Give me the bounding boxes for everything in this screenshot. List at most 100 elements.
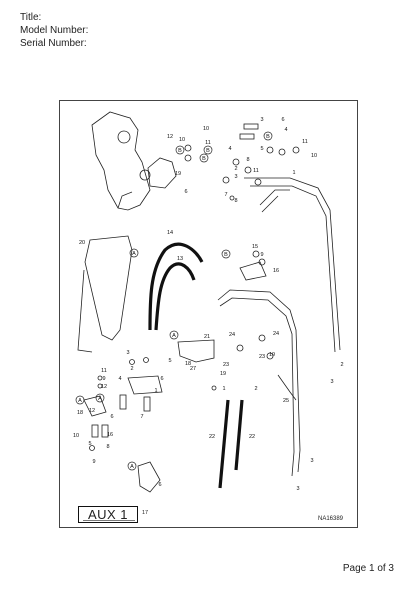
svg-text:8: 8 bbox=[106, 444, 109, 450]
page-number: Page 1 of 3 bbox=[342, 563, 394, 574]
svg-text:22: 22 bbox=[209, 434, 215, 440]
svg-text:A: A bbox=[98, 396, 102, 402]
svg-text:4: 4 bbox=[118, 376, 121, 382]
svg-text:8: 8 bbox=[234, 198, 237, 204]
svg-text:1: 1 bbox=[292, 170, 295, 176]
svg-text:1: 1 bbox=[154, 388, 157, 394]
svg-text:8: 8 bbox=[246, 157, 249, 163]
svg-text:4: 4 bbox=[228, 146, 231, 152]
reference-circles bbox=[75, 131, 273, 471]
svg-text:B: B bbox=[266, 134, 270, 140]
svg-text:12: 12 bbox=[89, 408, 95, 414]
svg-text:12: 12 bbox=[167, 134, 173, 140]
hose-13 bbox=[154, 262, 196, 331]
svg-text:2: 2 bbox=[340, 362, 343, 368]
ref-a: A bbox=[132, 251, 136, 257]
aux-decal: AUX 1 bbox=[78, 506, 138, 523]
svg-text:14: 14 bbox=[167, 230, 173, 236]
wire-26 bbox=[277, 374, 297, 401]
document-header: Title: Model Number: Serial Number: bbox=[20, 11, 88, 50]
svg-text:B: B bbox=[202, 156, 206, 162]
svg-text:19: 19 bbox=[269, 352, 275, 358]
svg-text:6: 6 bbox=[184, 189, 187, 195]
svg-text:A: A bbox=[78, 398, 82, 404]
svg-text:5: 5 bbox=[88, 441, 91, 447]
svg-text:22: 22 bbox=[249, 434, 255, 440]
svg-text:3: 3 bbox=[330, 379, 333, 385]
svg-text:11: 11 bbox=[302, 139, 308, 145]
serial-number-field: Serial Number: bbox=[20, 38, 87, 49]
svg-text:10: 10 bbox=[73, 433, 79, 439]
svg-text:4: 4 bbox=[284, 127, 287, 133]
hose-14 bbox=[148, 242, 204, 331]
svg-text:7: 7 bbox=[140, 414, 143, 420]
ref-b: B bbox=[224, 252, 228, 258]
lower-tube-a bbox=[217, 289, 301, 473]
svg-text:27: 27 bbox=[190, 366, 196, 372]
svg-text:16: 16 bbox=[273, 268, 279, 274]
svg-text:6: 6 bbox=[158, 482, 161, 488]
diagram-linework bbox=[77, 111, 341, 493]
svg-text:6: 6 bbox=[110, 414, 113, 420]
svg-text:3: 3 bbox=[310, 458, 313, 464]
svg-text:2: 2 bbox=[234, 166, 237, 172]
title-field: Title: bbox=[20, 12, 42, 23]
svg-text:23: 23 bbox=[259, 354, 265, 360]
svg-text:19: 19 bbox=[175, 171, 181, 177]
svg-text:23: 23 bbox=[223, 362, 229, 368]
svg-text:3: 3 bbox=[260, 117, 263, 123]
svg-text:10: 10 bbox=[203, 126, 209, 132]
svg-text:5: 5 bbox=[260, 146, 263, 152]
svg-text:13: 13 bbox=[177, 256, 183, 262]
reference-letters: A A A A A B B B B B bbox=[78, 134, 270, 470]
svg-text:11: 11 bbox=[101, 368, 107, 374]
svg-text:15: 15 bbox=[252, 244, 258, 250]
svg-text:5: 5 bbox=[168, 358, 171, 364]
svg-text:1: 1 bbox=[222, 386, 225, 392]
upper-tube-a bbox=[244, 177, 341, 351]
svg-text:A: A bbox=[172, 333, 176, 339]
svg-text:2: 2 bbox=[130, 366, 133, 372]
svg-text:6: 6 bbox=[281, 117, 284, 123]
svg-text:25: 25 bbox=[283, 398, 289, 404]
svg-text:20: 20 bbox=[79, 240, 85, 246]
coupler-right bbox=[143, 396, 151, 412]
decal-callout: 17 bbox=[142, 510, 149, 516]
loader-arm-bracket bbox=[91, 111, 151, 211]
svg-text:B: B bbox=[178, 148, 182, 154]
hose-22b bbox=[234, 399, 244, 471]
coupler-left bbox=[119, 394, 127, 410]
svg-text:10: 10 bbox=[311, 153, 317, 159]
figure-code: NA16389 bbox=[318, 516, 344, 522]
svg-text:11: 11 bbox=[253, 168, 259, 174]
svg-text:11: 11 bbox=[205, 140, 211, 146]
svg-text:B: B bbox=[206, 148, 210, 154]
bracket-small bbox=[137, 461, 161, 493]
diagram-frame bbox=[59, 100, 358, 528]
svg-text:7: 7 bbox=[224, 192, 227, 198]
svg-text:3: 3 bbox=[234, 174, 237, 180]
svg-text:9: 9 bbox=[92, 459, 95, 465]
svg-text:3: 3 bbox=[126, 350, 129, 356]
bracket-21 bbox=[177, 339, 215, 363]
model-number-field: Model Number: bbox=[20, 25, 89, 36]
svg-text:10: 10 bbox=[179, 137, 185, 143]
svg-text:6: 6 bbox=[160, 376, 163, 382]
svg-text:24: 24 bbox=[273, 331, 279, 337]
svg-text:18: 18 bbox=[77, 410, 83, 416]
svg-text:24: 24 bbox=[229, 332, 235, 338]
svg-text:2: 2 bbox=[254, 386, 257, 392]
svg-text:19: 19 bbox=[220, 371, 226, 377]
svg-text:21: 21 bbox=[204, 334, 210, 340]
svg-text:A: A bbox=[130, 464, 134, 470]
lift-arm bbox=[84, 235, 133, 341]
mount-block bbox=[147, 157, 177, 189]
svg-text:9: 9 bbox=[102, 376, 105, 382]
svg-text:3: 3 bbox=[296, 486, 299, 492]
hose-22a bbox=[218, 399, 230, 489]
aux-decal-label: AUX 1 bbox=[87, 507, 129, 522]
svg-text:18: 18 bbox=[185, 361, 191, 367]
svg-text:16: 16 bbox=[107, 432, 113, 438]
